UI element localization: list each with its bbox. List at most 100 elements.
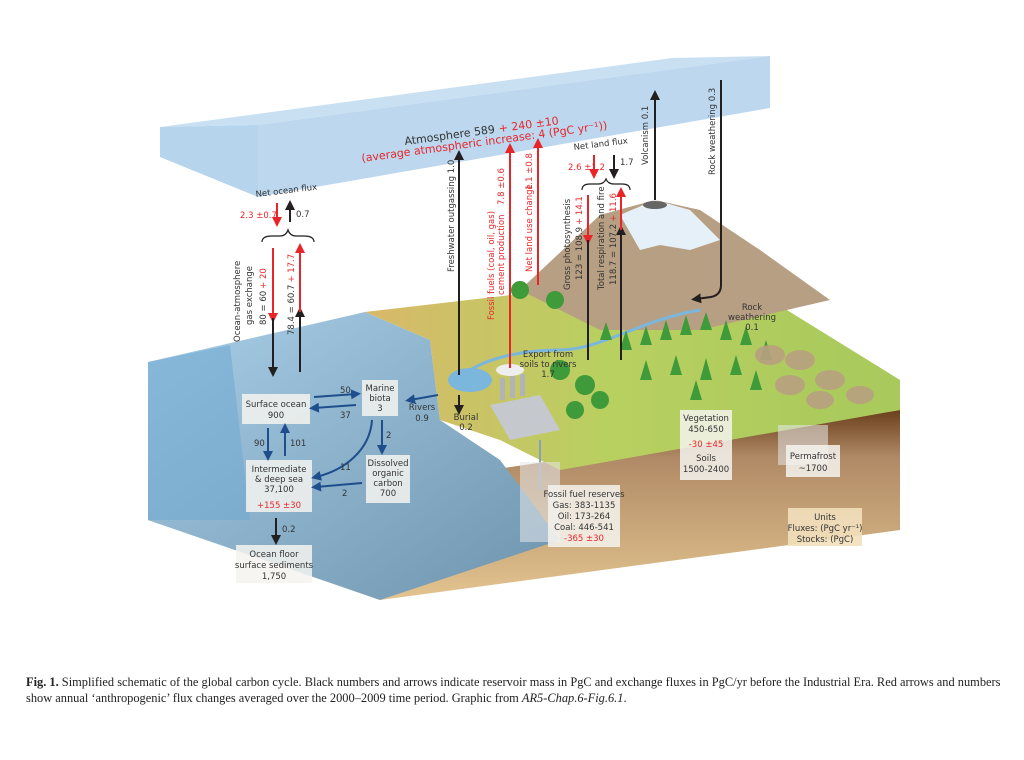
svg-text:organic: organic [372,469,404,479]
surface-labels: Rock weathering 0.1 Export from soils to… [409,303,776,433]
svg-text:50: 50 [340,386,351,396]
svg-text:~1700: ~1700 [799,464,828,474]
svg-text:2.6 ±1.2: 2.6 ±1.2 [568,163,605,173]
carbon-cycle-diagram: Atmosphere 589+ 240 ±10 (average atmosph… [148,56,900,600]
svg-text:118.7 = 107.2+ 11.6: 118.7 = 107.2+ 11.6 [609,193,619,285]
dissolved-organic-carbon-box: Dissolved organic carbon 700 [366,455,410,503]
svg-text:0.1: 0.1 [745,323,759,333]
svg-text:3: 3 [377,404,382,414]
svg-text:Rivers: Rivers [409,403,436,413]
svg-text:Dissolved: Dissolved [368,459,409,469]
svg-text:0.9: 0.9 [415,414,429,424]
ocean-flux-values: 50 37 90 101 2 11 2 0.2 [254,386,391,535]
surface-ocean-box: Surface ocean 900 [242,394,310,424]
marine-biota-box: Marine biota 3 [362,380,398,416]
svg-text:Surface ocean: Surface ocean [246,400,307,410]
svg-text:surface sediments: surface sediments [235,561,314,571]
svg-text:gas exchange: gas exchange [245,266,255,325]
svg-text:Fossil fuels (coal, oil, gas): Fossil fuels (coal, oil, gas) [487,211,497,320]
svg-text:Stocks: (PgC): Stocks: (PgC) [797,535,854,545]
svg-text:Gross photosynthesis: Gross photosynthesis [563,198,573,290]
svg-text:11: 11 [340,463,351,473]
deep-sea-box: Intermediate & deep sea 37,100 +155 ±30 [246,460,312,512]
svg-text:Soils: Soils [696,454,716,464]
svg-text:Ocean-atmosphere: Ocean-atmosphere [233,261,243,342]
svg-text:-365 ±30: -365 ±30 [564,534,604,544]
caption-end: . [623,691,627,705]
svg-text:1.7: 1.7 [620,158,634,168]
flux-arrow-biota-to-deep [311,419,373,481]
svg-text:80 = 60+ 20: 80 = 60+ 20 [259,268,269,325]
svg-text:Net land use change: Net land use change [525,184,535,272]
svg-text:90: 90 [254,439,265,449]
svg-text:Freshwater outgassing 1.0: Freshwater outgassing 1.0 [447,160,457,272]
svg-text:Vegetation: Vegetation [683,414,729,424]
svg-text:78.4 = 60.7+ 17.7: 78.4 = 60.7+ 17.7 [287,254,297,335]
svg-text:1,750: 1,750 [262,572,286,582]
svg-text:37,100: 37,100 [264,485,294,495]
land-flux-brace [581,177,631,191]
svg-text:Oil: 173-264: Oil: 173-264 [558,512,611,522]
svg-text:0.2: 0.2 [282,525,296,535]
svg-text:2.3 ±0.7: 2.3 ±0.7 [240,211,277,221]
svg-text:Units: Units [814,513,836,523]
svg-text:2: 2 [342,489,347,499]
svg-text:biota: biota [369,394,391,404]
svg-text:Volcanism 0.1: Volcanism 0.1 [641,106,651,165]
fossil-fuel-reserves-box: Fossil fuel reserves Gas: 383-1135 Oil: … [520,462,625,547]
forest-trees [511,281,772,419]
flux-arrow-rivers [405,394,439,405]
atmosphere-slab [160,56,770,197]
ocean-internal-fluxes [263,389,439,492]
svg-text:Permafrost: Permafrost [790,452,837,462]
svg-text:1500-2400: 1500-2400 [683,465,729,475]
power-plant-icon [490,364,560,490]
svg-text:2: 2 [386,431,391,441]
svg-text:Intermediate: Intermediate [252,465,307,475]
vertical-fluxes: Freshwater outgassing 1.0 Fossil fuels (… [447,80,722,375]
svg-text:0.7: 0.7 [296,210,310,220]
svg-text:Rock weathering 0.3: Rock weathering 0.3 [708,88,718,175]
svg-text:soils to rivers: soils to rivers [520,360,577,370]
ocean-flux-brace [261,228,315,243]
permafrost-polygons [755,345,874,409]
permafrost-box: Permafrost ~1700 [778,425,840,477]
svg-text:37: 37 [340,411,351,421]
vegetation-soils-box: Vegetation 450-650 -30 ±45 Soils 1500-24… [680,410,732,480]
caption-label: Fig. 1. [26,675,59,689]
svg-text:900: 900 [268,411,284,421]
svg-text:Export from: Export from [523,350,573,360]
svg-text:Total respiration and fire: Total respiration and fire [597,186,607,291]
svg-text:Fluxes: (PgC yr⁻¹): Fluxes: (PgC yr⁻¹) [788,524,863,534]
svg-text:cement production: cement production [497,215,507,295]
units-legend: Units Fluxes: (PgC yr⁻¹) Stocks: (PgC) [788,508,863,546]
svg-text:123 = 108.9+ 14.1: 123 = 108.9+ 14.1 [575,196,585,280]
svg-text:Rock: Rock [742,303,762,313]
svg-text:+155 ±30: +155 ±30 [257,501,301,511]
svg-text:& deep sea: & deep sea [255,475,303,485]
svg-text:Marine: Marine [365,384,394,394]
svg-text:700: 700 [380,489,396,499]
svg-text:Coal: 446-541: Coal: 446-541 [554,523,614,533]
svg-text:Gas: 383-1135: Gas: 383-1135 [553,501,616,511]
svg-text:7.8 ±0.6: 7.8 ±0.6 [497,168,507,205]
svg-text:101: 101 [290,439,306,449]
svg-text:Fossil fuel reserves: Fossil fuel reserves [543,490,625,500]
svg-text:1.7: 1.7 [541,370,555,380]
land-fluxes: Net land flux 2.6 ±1.2 1.7 Gross photosy… [563,136,634,360]
svg-text:Burial: Burial [454,413,479,423]
svg-text:carbon: carbon [373,479,402,489]
flux-arrow-surface-to-biota [313,389,361,400]
flux-arrow-doc-to-deep [311,481,363,492]
caption-text: Simplified schematic of the global carbo… [26,675,1001,705]
flux-arrow-biota-to-surface [309,402,357,413]
rock-weathering-arrow [691,80,722,304]
svg-text:weathering: weathering [728,313,776,323]
svg-text:1.1 ±0.8: 1.1 ±0.8 [525,153,535,190]
figure-caption: Fig. 1. Simplified schematic of the glob… [26,674,1001,706]
caption-source: AR5-Chap.6-Fig.6.1 [521,691,624,705]
svg-text:Ocean floor: Ocean floor [249,550,299,560]
svg-text:0.2: 0.2 [459,423,473,433]
svg-text:-30 ±45: -30 ±45 [689,440,724,450]
svg-text:450-650: 450-650 [688,425,724,435]
